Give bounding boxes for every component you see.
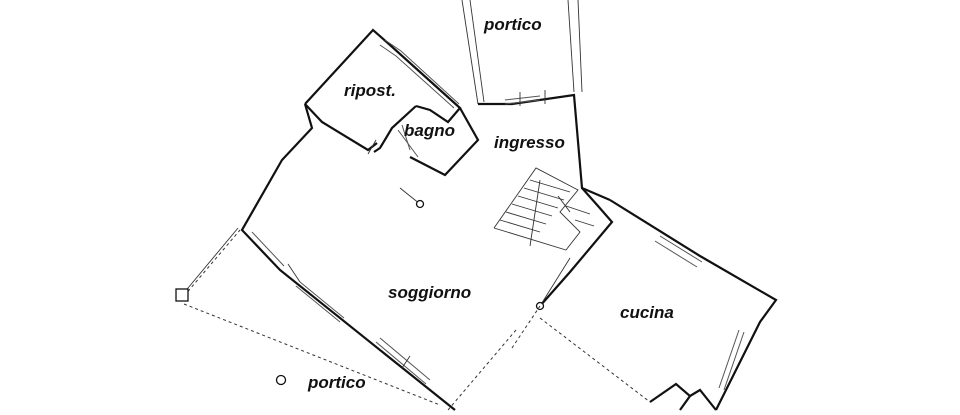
- label-portico-top: portico: [483, 15, 542, 34]
- stairs: [493, 167, 595, 251]
- bagno-walls: [373, 105, 480, 177]
- label-bagno: bagno: [404, 121, 455, 140]
- ingresso-walls: [478, 90, 611, 202]
- portico-bottom-structure: [175, 227, 517, 411]
- cucina-walls: [539, 199, 778, 411]
- label-ingresso: ingresso: [494, 133, 565, 152]
- label-cucina: cucina: [620, 303, 674, 322]
- portico-top-structure: [461, 0, 583, 105]
- cucina-partition: [511, 187, 614, 349]
- label-portico-bottom: portico: [307, 373, 366, 392]
- soggiorno-walls: [240, 103, 456, 411]
- label-ripostiglio: ripost.: [344, 81, 396, 100]
- label-soggiorno: soggiorno: [388, 283, 471, 302]
